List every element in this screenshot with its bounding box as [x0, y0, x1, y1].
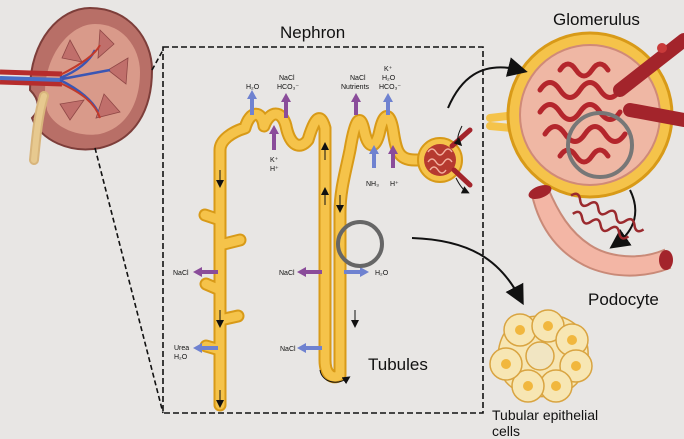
- ion-label: Nutrients: [341, 84, 370, 91]
- tubules-label: Tubules: [368, 355, 428, 374]
- tubular-epithelial-label-line2: cells: [492, 423, 520, 439]
- ion-label: H₂O: [375, 270, 389, 277]
- zoom-line-top: [151, 49, 164, 71]
- ion-labels: H₂O NaCl HCO₃⁻ K⁺ H⁺ NaCl Nutrients K⁺ H…: [173, 66, 401, 361]
- ion-label: H⁺: [270, 166, 279, 173]
- epithelial-cells-illustration: [489, 309, 593, 403]
- ion-label: H₂O: [246, 84, 260, 91]
- glomerulus-flow-out-arrow: [455, 177, 470, 194]
- ion-label: NaCl: [279, 270, 295, 277]
- podocyte-illustration: [528, 185, 673, 277]
- ion-label: NaCl: [350, 75, 366, 82]
- tubular-epithelial-label-line1: Tubular epithelial: [492, 407, 598, 423]
- glomerulus-label: Glomerulus: [553, 10, 640, 29]
- kidney-illustration: [0, 6, 154, 165]
- ion-label: H₂O: [382, 75, 396, 82]
- nephron-tubule: [198, 107, 432, 412]
- ion-label: HCO₃⁻: [379, 84, 401, 91]
- glomerulus-to-podocyte-arrow: [609, 189, 637, 249]
- ion-label: K⁺: [384, 66, 393, 73]
- ion-label: NaCl: [173, 270, 189, 277]
- ion-label: Urea: [174, 345, 189, 352]
- nephron-glomerulus: [417, 127, 473, 188]
- nephron-to-glomerulus-arrow: [447, 57, 528, 109]
- nephron-box: [162, 46, 484, 414]
- tubule-to-cells-arrow: [411, 237, 524, 306]
- ion-label: H⁺: [390, 181, 399, 188]
- transport-arrows: [193, 90, 398, 353]
- glomerulus-illustration: [486, 31, 684, 199]
- ion-label: NaCl: [280, 346, 296, 353]
- tubule-flow-arrows: [216, 142, 359, 408]
- ion-label: HCO₃⁻: [277, 84, 299, 91]
- ion-label: NaCl: [279, 75, 295, 82]
- podocyte-label: Podocyte: [588, 290, 659, 309]
- ion-label: NH₃: [366, 181, 379, 188]
- tubule-magnifier-circle: [336, 220, 384, 268]
- zoom-line-bottom: [94, 147, 164, 414]
- nephron-title: Nephron: [280, 23, 345, 42]
- glomerulus-flow-in-arrow: [453, 125, 463, 147]
- ion-label: K⁺: [270, 157, 279, 164]
- ion-label: H₂O: [174, 354, 188, 361]
